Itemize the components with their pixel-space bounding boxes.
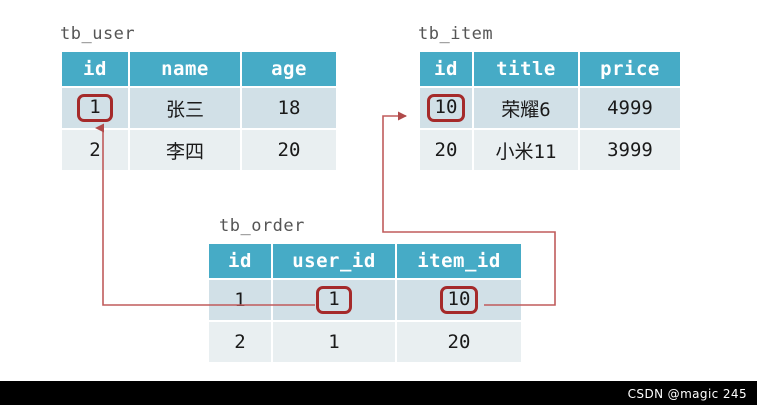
table-caption-tb-item: tb_item [418, 24, 494, 44]
highlight-tb-order-item-id-10: 10 [439, 285, 479, 315]
watermark-text: CSDN @magic 245 [627, 387, 747, 401]
table-caption-tb-order: tb_order [219, 216, 305, 236]
column-header-item-id: item_id [397, 244, 521, 278]
cell-tb-user-r1-id: 2 [62, 130, 128, 170]
cell-tb-user-r0-id: 1 [62, 88, 128, 128]
column-header-id: id [209, 244, 271, 278]
table-grid-tb-order: id user_id item_id 1 1 10 2 1 [207, 242, 523, 364]
table-caption-tb-user: tb_user [60, 24, 136, 44]
column-header-price: price [580, 52, 680, 86]
cell-tb-order-r0-id: 1 [209, 280, 271, 320]
table-row: 10 荣耀6 4999 [420, 88, 680, 128]
table-row: 2 1 20 [209, 322, 521, 362]
column-header-age: age [242, 52, 336, 86]
cell-tb-user-r1-name: 李四 [130, 130, 240, 170]
column-header-id: id [420, 52, 472, 86]
cell-tb-item-r0-title: 荣耀6 [474, 88, 578, 128]
table-tb-item: tb_item id title price 10 荣耀6 4999 [418, 24, 682, 172]
cell-tb-user-r0-name: 张三 [130, 88, 240, 128]
column-header-name: name [130, 52, 240, 86]
cell-tb-item-r0-id: 10 [420, 88, 472, 128]
table-header-row: id user_id item_id [209, 244, 521, 278]
table-row: 1 1 10 [209, 280, 521, 320]
column-header-user-id: user_id [273, 244, 395, 278]
cell-tb-order-r1-id: 2 [209, 322, 271, 362]
table-row: 2 李四 20 [62, 130, 336, 170]
table-tb-order: tb_order id user_id item_id 1 1 10 [207, 216, 523, 364]
table-header-row: id title price [420, 52, 680, 86]
table-header-row: id name age [62, 52, 336, 86]
cell-tb-user-r1-age: 20 [242, 130, 336, 170]
table-grid-tb-item: id title price 10 荣耀6 4999 20 小米11 3999 [418, 50, 682, 172]
table-row: 20 小米11 3999 [420, 130, 680, 170]
cell-tb-user-r0-age: 18 [242, 88, 336, 128]
highlight-tb-order-user-id-1: 1 [316, 285, 352, 315]
table-tb-user: tb_user id name age 1 张三 18 2 [60, 24, 338, 172]
cell-tb-item-r0-price: 4999 [580, 88, 680, 128]
cell-tb-order-r0-item-id: 10 [397, 280, 521, 320]
column-header-id: id [62, 52, 128, 86]
table-grid-tb-user: id name age 1 张三 18 2 李四 20 [60, 50, 338, 172]
highlight-tb-item-id-10: 10 [426, 93, 466, 123]
cell-tb-item-r1-title: 小米11 [474, 130, 578, 170]
footer-bar [0, 381, 757, 405]
table-row: 1 张三 18 [62, 88, 336, 128]
cell-tb-item-r1-price: 3999 [580, 130, 680, 170]
cell-tb-order-r1-user-id: 1 [273, 322, 395, 362]
cell-tb-order-r0-user-id: 1 [273, 280, 395, 320]
highlight-tb-user-id-1: 1 [77, 93, 113, 123]
column-header-title: title [474, 52, 578, 86]
cell-tb-order-r1-item-id: 20 [397, 322, 521, 362]
cell-tb-item-r1-id: 20 [420, 130, 472, 170]
